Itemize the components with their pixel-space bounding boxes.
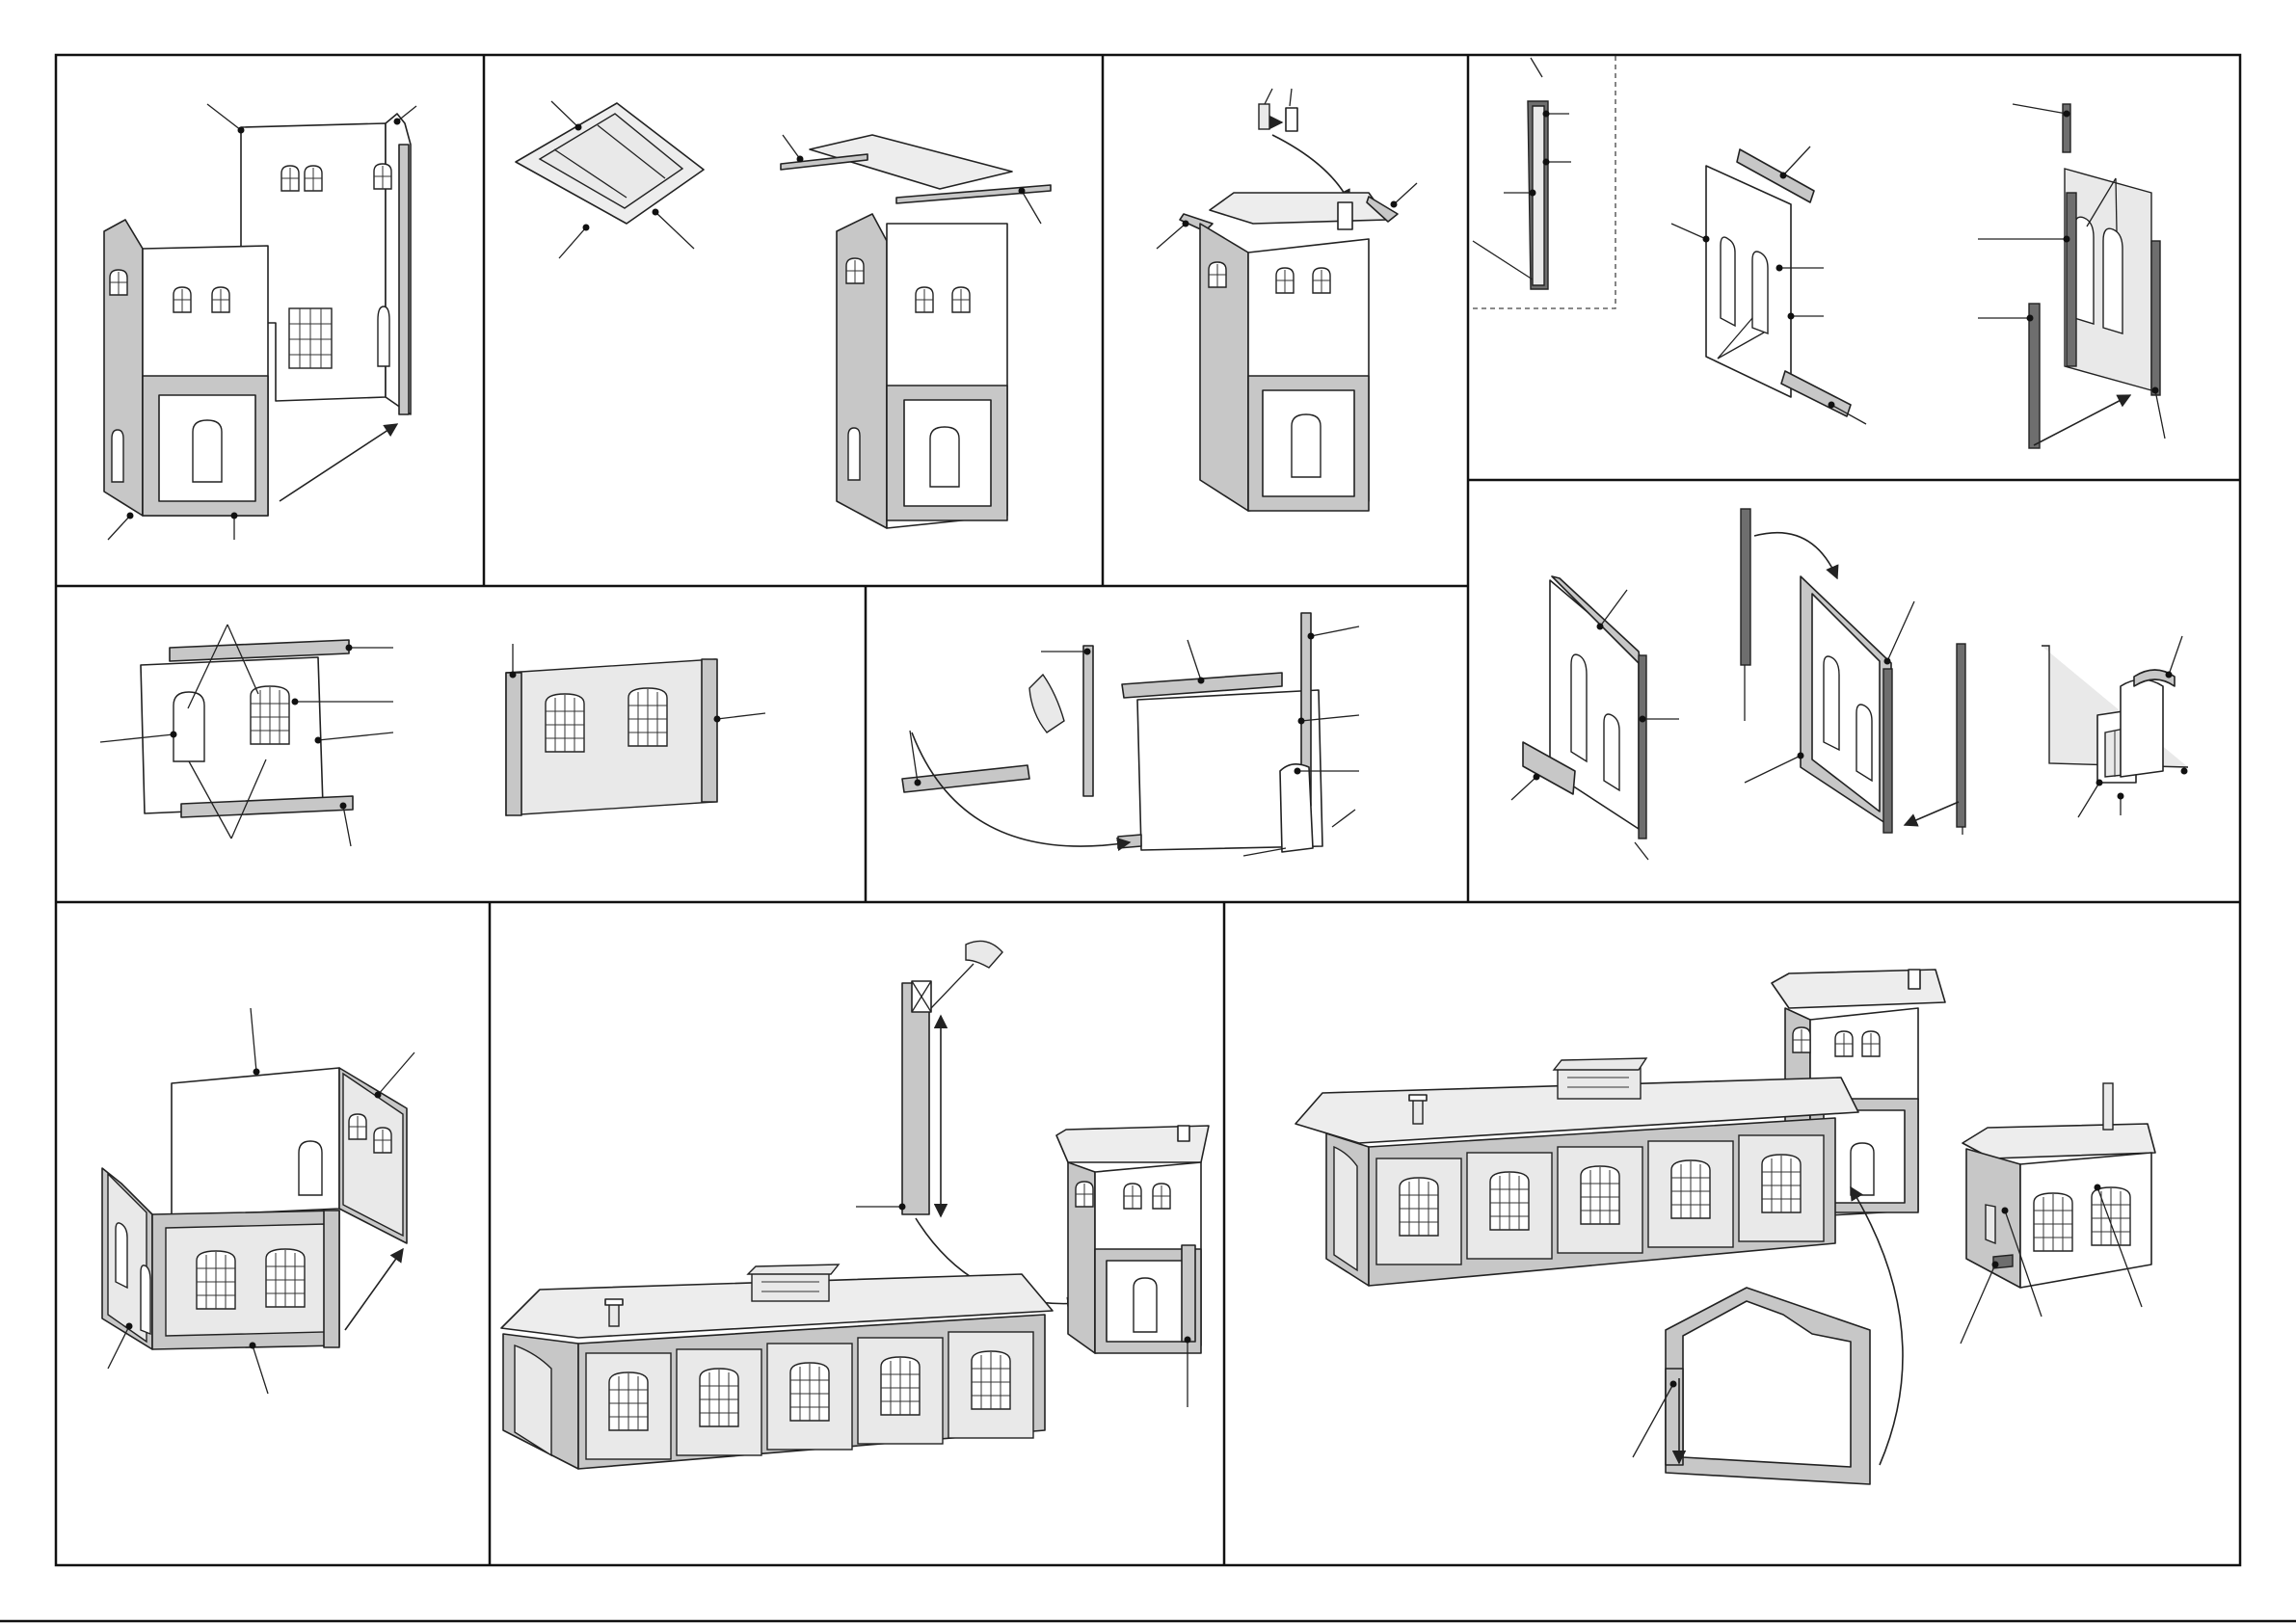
step-7-gable-walls bbox=[1511, 509, 2188, 860]
step-6-window-wall-posts bbox=[902, 613, 1359, 856]
step-5-window-wall bbox=[100, 625, 765, 846]
step-3-tower-details bbox=[1157, 89, 1417, 511]
step-2-tower-roof bbox=[516, 101, 1051, 528]
step-8-annex-walls bbox=[102, 1008, 414, 1394]
step-9-shed-and-tower bbox=[501, 941, 1209, 1469]
step-1-tower-walls bbox=[104, 104, 416, 540]
step-10-final-layout bbox=[1295, 970, 2155, 1484]
step-4-door-wall bbox=[1473, 55, 2165, 448]
